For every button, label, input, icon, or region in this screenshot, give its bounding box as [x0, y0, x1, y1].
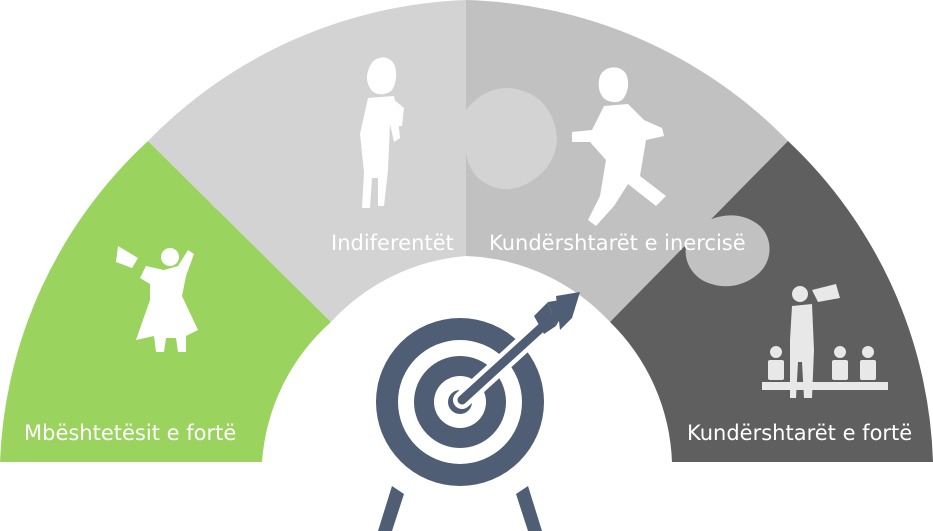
target-with-arrow-icon	[376, 292, 580, 531]
protester-with-megaphone-icon	[762, 284, 888, 398]
thinking-person-icon	[360, 57, 404, 208]
segment-strong-opponents	[610, 141, 933, 462]
label-indifferent: Indiferentët	[331, 231, 454, 255]
puzzle-knob-green-to-grey	[208, 123, 318, 219]
puzzle-knob-inertia-to-dark	[685, 215, 770, 287]
label-inertia-opponents: Kundërshtarët e inercisë	[489, 231, 746, 255]
label-strong-opponents: Kundërshtarët e fortë	[687, 421, 913, 445]
puzzle-knob-indifferent-to-inertia	[466, 88, 557, 190]
label-strong-supporters: Mbështetësit e fortë	[24, 421, 237, 445]
running-person-icon	[572, 67, 666, 226]
cheering-person-with-megaphone-icon	[116, 246, 198, 352]
